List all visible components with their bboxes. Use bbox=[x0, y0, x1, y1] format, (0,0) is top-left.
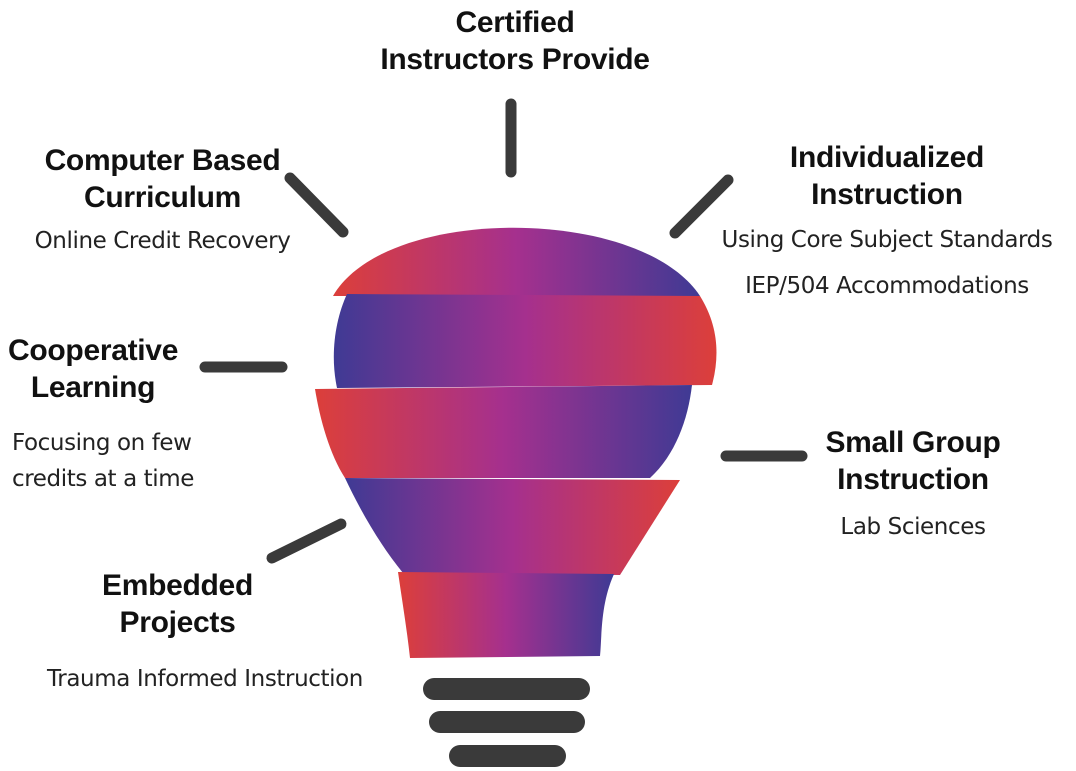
bulb-bands bbox=[315, 227, 717, 658]
desc-line: Focusing on few bbox=[12, 430, 192, 456]
item-individualized-title: Individualized Instruction bbox=[700, 139, 1074, 213]
bulb-band-1 bbox=[333, 227, 700, 296]
item-individualized-desc: Using Core Subject Standards IEP/504 Acc… bbox=[700, 217, 1074, 309]
desc-line: credits at a time bbox=[12, 466, 195, 492]
item-embedded-desc: Trauma Informed Instruction bbox=[30, 656, 380, 702]
item-certified-title: Certified Instructors Provide bbox=[320, 4, 710, 78]
title-line: Projects bbox=[119, 606, 236, 639]
item-cooperative-desc: Focusing on few credits at a time bbox=[12, 425, 232, 497]
desc-line: Using Core Subject Standards bbox=[721, 227, 1053, 253]
item-small-group: Small Group Instruction Lab Sciences bbox=[818, 424, 1008, 550]
title-line: Curriculum bbox=[83, 181, 242, 214]
desc-line: Lab Sciences bbox=[840, 514, 986, 540]
item-embedded: Embedded Projects bbox=[40, 567, 315, 641]
desc-line: Trauma Informed Instruction bbox=[47, 666, 363, 692]
desc-line: IEP/504 Accommodations bbox=[745, 273, 1029, 299]
item-computer-based: Computer Based Curriculum Online Credit … bbox=[0, 142, 325, 264]
item-small-group-title: Small Group Instruction bbox=[818, 424, 1008, 498]
base-bar-3 bbox=[449, 745, 566, 767]
title-line: Embedded bbox=[102, 569, 253, 602]
item-cooperative: Cooperative Learning bbox=[8, 332, 178, 406]
title-line: Cooperative bbox=[8, 334, 179, 367]
bulb-band-4 bbox=[345, 478, 680, 575]
item-embedded-title: Embedded Projects bbox=[40, 567, 315, 641]
rays bbox=[199, 98, 808, 564]
title-line: Small Group bbox=[825, 426, 1001, 459]
bulb-band-3 bbox=[315, 385, 692, 478]
title-line: Certified bbox=[455, 6, 575, 39]
title-line: Instruction bbox=[837, 463, 989, 496]
title-line: Individualized bbox=[789, 141, 985, 174]
title-line: Computer Based bbox=[44, 144, 281, 177]
item-cooperative-title: Cooperative Learning bbox=[8, 332, 178, 406]
item-small-group-desc: Lab Sciences bbox=[818, 504, 1008, 550]
title-line: Instruction bbox=[811, 178, 963, 211]
ray-upper-left bbox=[284, 172, 349, 238]
item-certified: Certified Instructors Provide bbox=[320, 4, 710, 78]
ray-upper-right bbox=[669, 174, 734, 239]
item-computer-based-desc: Online Credit Recovery bbox=[0, 218, 325, 264]
desc-line: Online Credit Recovery bbox=[34, 228, 291, 254]
bulb-band-5 bbox=[398, 572, 614, 658]
base-bar-2 bbox=[429, 711, 585, 733]
title-line: Instructors Provide bbox=[380, 43, 650, 76]
bulb-band-2 bbox=[333, 294, 717, 388]
base-bar-1 bbox=[423, 678, 590, 700]
item-individualized: Individualized Instruction Using Core Su… bbox=[700, 139, 1074, 309]
bulb-base bbox=[423, 678, 590, 767]
title-line: Learning bbox=[30, 371, 156, 404]
item-computer-based-title: Computer Based Curriculum bbox=[0, 142, 325, 216]
ray-lower-left bbox=[266, 518, 347, 564]
